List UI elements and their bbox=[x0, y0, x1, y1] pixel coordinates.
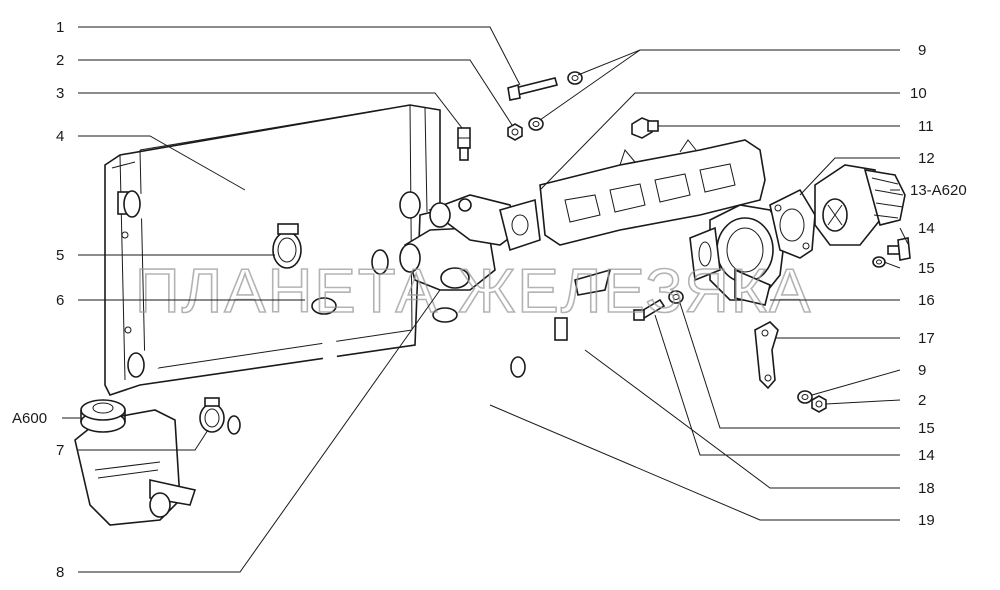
callout-3: 3 bbox=[56, 85, 64, 102]
callout-10: 10 bbox=[910, 85, 927, 102]
washer-pipe bbox=[668, 290, 684, 304]
callout-6: 6 bbox=[56, 292, 64, 309]
washer-top bbox=[528, 71, 583, 131]
pump-gasket bbox=[769, 188, 816, 259]
watermark: ПЛАНЕТА ЖЕЛЕЗЯКА bbox=[135, 257, 812, 326]
plug-cylinder-head bbox=[631, 117, 659, 139]
hose-lower-radiator bbox=[127, 249, 391, 378]
cylinder-head bbox=[539, 139, 766, 246]
bracket bbox=[754, 321, 779, 390]
callout-18: 18 bbox=[918, 480, 935, 497]
callout-2: 2 bbox=[56, 52, 64, 69]
washer-bracket bbox=[797, 390, 813, 404]
callout-15-top: 15 bbox=[918, 260, 935, 277]
hose-heater bbox=[432, 305, 499, 410]
pump-housing bbox=[709, 204, 786, 306]
temperature-sensor bbox=[457, 127, 471, 161]
expansion-tank bbox=[74, 409, 197, 526]
callouts-left: 1 2 3 4 5 6 A600 7 8 bbox=[12, 19, 64, 581]
callout-1: 1 bbox=[56, 19, 64, 36]
hose-upper-radiator bbox=[123, 180, 422, 221]
callout-4: 4 bbox=[56, 128, 64, 145]
callout-17: 17 bbox=[918, 330, 935, 347]
thermostat-housing bbox=[399, 194, 541, 291]
hose-clamp-upper bbox=[272, 223, 302, 269]
callout-14-bottom: 14 bbox=[918, 447, 935, 464]
hose-clamp-lower bbox=[199, 397, 225, 433]
callouts-right: 9 10 11 12 13-A620 14 15 16 17 9 2 15 14… bbox=[910, 42, 967, 529]
nut-bracket bbox=[811, 395, 827, 413]
callout-15-bottom: 15 bbox=[918, 420, 935, 437]
bolt-pump bbox=[872, 237, 911, 268]
callout-13-a620: 13-A620 bbox=[910, 182, 967, 199]
callout-16: 16 bbox=[918, 292, 935, 309]
coolant-pipe bbox=[510, 226, 721, 378]
callout-19: 19 bbox=[918, 512, 935, 529]
callout-5: 5 bbox=[56, 247, 64, 264]
water-pump bbox=[814, 164, 906, 246]
callout-9-top: 9 bbox=[918, 42, 926, 59]
expansion-tank-cap bbox=[80, 399, 126, 433]
nut-thermostat bbox=[507, 123, 523, 141]
hose-tank bbox=[227, 297, 338, 435]
callout-14-top: 14 bbox=[918, 220, 935, 237]
callout-2-bottom: 2 bbox=[918, 392, 926, 409]
callout-12: 12 bbox=[918, 150, 935, 167]
callout-7: 7 bbox=[56, 442, 64, 459]
leader-lines bbox=[62, 26, 909, 573]
bolt-thermostat bbox=[507, 77, 558, 101]
callout-11: 11 bbox=[918, 118, 934, 135]
bolt-pipe bbox=[633, 298, 666, 321]
callout-9-bottom: 9 bbox=[918, 362, 926, 379]
callout-8: 8 bbox=[56, 564, 64, 581]
callout-a600: A600 bbox=[12, 410, 47, 427]
